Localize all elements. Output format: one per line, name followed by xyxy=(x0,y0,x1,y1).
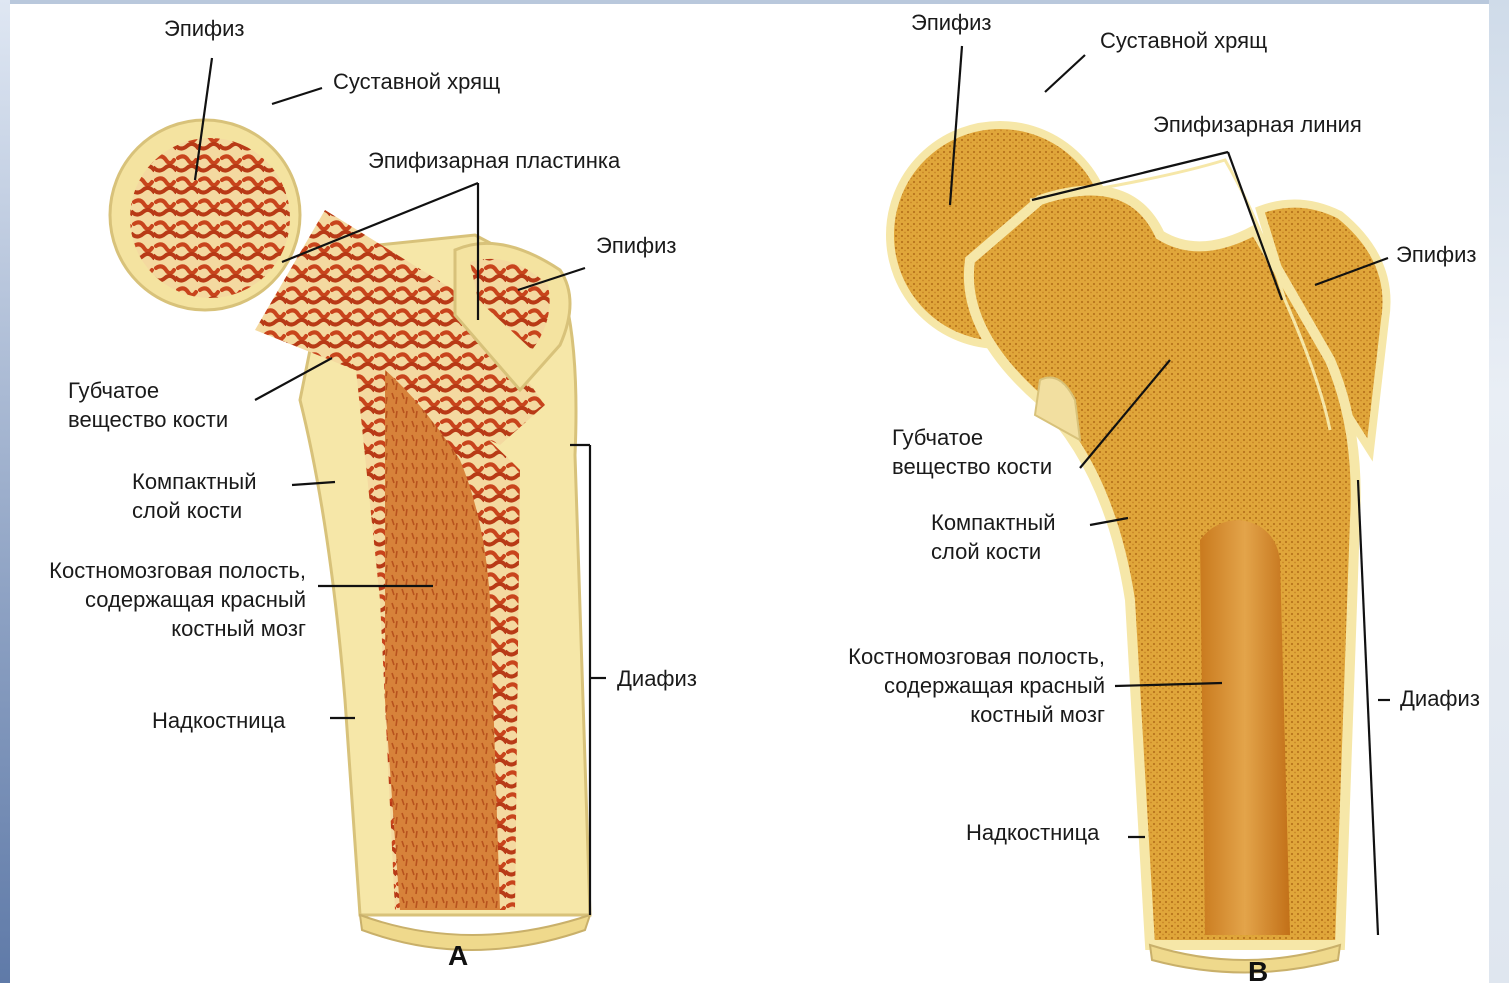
panel-b-articular-cartilage-label: Суставной хрящ xyxy=(1100,26,1267,55)
panel-a-epiphysis-top-label: Эпифиз xyxy=(164,14,245,43)
panel-b-epiphyseal-line-label: Эпифизарная линия xyxy=(1153,110,1362,139)
panel-a-compact-layer-label: Компактный слой кости xyxy=(132,467,257,525)
panel-a-epiphysis-right-label: Эпифиз xyxy=(596,231,677,260)
panel-a-bone xyxy=(110,120,590,950)
panel-a-epiphyseal-plate-label: Эпифизарная пластинка xyxy=(368,146,620,175)
panel-b-diaphysis-label: Диафиз xyxy=(1400,684,1480,713)
panel-b-spongy-bone-label: Губчатое вещество кости xyxy=(892,423,1052,481)
panel-b-periosteum-label: Надкостница xyxy=(966,818,1099,847)
panel-b-compact-layer-label: Компактный слой кости xyxy=(931,508,1056,566)
panel-a-diaphysis-label: Диафиз xyxy=(617,664,697,693)
panel-a-periosteum-label: Надкостница xyxy=(152,706,285,735)
panel-a-letter: A xyxy=(448,940,468,972)
panel-b-marrow-cavity xyxy=(1200,520,1290,935)
panel-a-articular-cartilage-label: Суставной хрящ xyxy=(333,67,500,96)
panel-b-marrow-cavity-label: Костномозговая полость, содержащая красн… xyxy=(815,642,1105,729)
panel-b-epiphysis-right-label: Эпифиз xyxy=(1396,240,1477,269)
panel-a-marrow-cavity-label: Костномозговая полость, содержащая красн… xyxy=(20,556,306,643)
panel-b-letter: B xyxy=(1248,956,1268,988)
panel-a-spongy-bone-label: Губчатое вещество кости xyxy=(68,376,228,434)
panel-b-epiphysis-top-label: Эпифиз xyxy=(911,8,992,37)
